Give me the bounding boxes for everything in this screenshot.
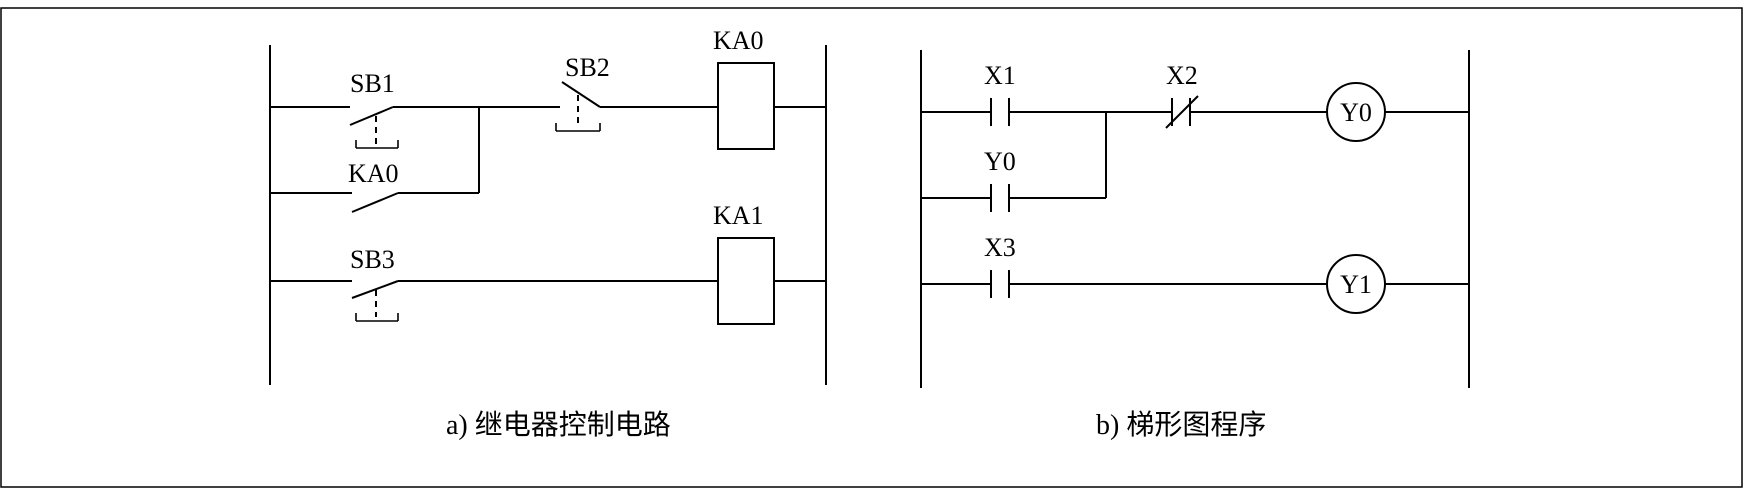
sb2-label: SB2 <box>565 53 610 82</box>
ladder-rung-2: X3 Y1 <box>921 233 1469 314</box>
ka1-coil <box>717 237 775 325</box>
ladder-branch-y0: Y0 <box>921 112 1107 212</box>
ladder-rung-1: X1 X2 Y0 <box>921 61 1469 142</box>
ka0-contact-label: KA0 <box>348 159 399 188</box>
y1-coil-label: Y1 <box>1340 270 1372 299</box>
y0-coil-label: Y0 <box>1340 98 1372 127</box>
x1-contact <box>990 98 1010 126</box>
y0-contact-label: Y0 <box>984 147 1016 176</box>
ka1-coil-label: KA1 <box>713 201 764 230</box>
figure-border <box>0 7 1743 488</box>
relay-caption: a) 继电器控制电路 <box>446 409 671 441</box>
sb3-pushbutton <box>351 280 399 322</box>
ka0-coil-label: KA0 <box>713 26 764 55</box>
x3-label: X3 <box>984 233 1016 262</box>
sb2-pushbutton <box>555 81 601 132</box>
relay-rung-2: SB3 KA1 <box>270 201 826 325</box>
sb3-label: SB3 <box>350 245 395 274</box>
x1-label: X1 <box>984 61 1016 90</box>
sb1-pushbutton <box>349 106 399 149</box>
ka0-coil <box>717 62 775 150</box>
ladder-caption: b) 梯形图程序 <box>1096 409 1266 441</box>
y0-contact <box>990 184 1010 212</box>
relay-rung-1: SB1 SB2 KA0 <box>270 26 826 150</box>
sb1-label: SB1 <box>350 69 395 98</box>
x2-label: X2 <box>1166 61 1198 90</box>
relay-circuit: SB1 SB2 KA0 KA0 <box>269 26 827 441</box>
relay-branch-ka0: KA0 <box>270 107 480 213</box>
x3-contact <box>990 270 1010 298</box>
ladder-program: X1 X2 Y0 Y0 <box>920 50 1470 441</box>
ka0-contact <box>351 192 399 213</box>
